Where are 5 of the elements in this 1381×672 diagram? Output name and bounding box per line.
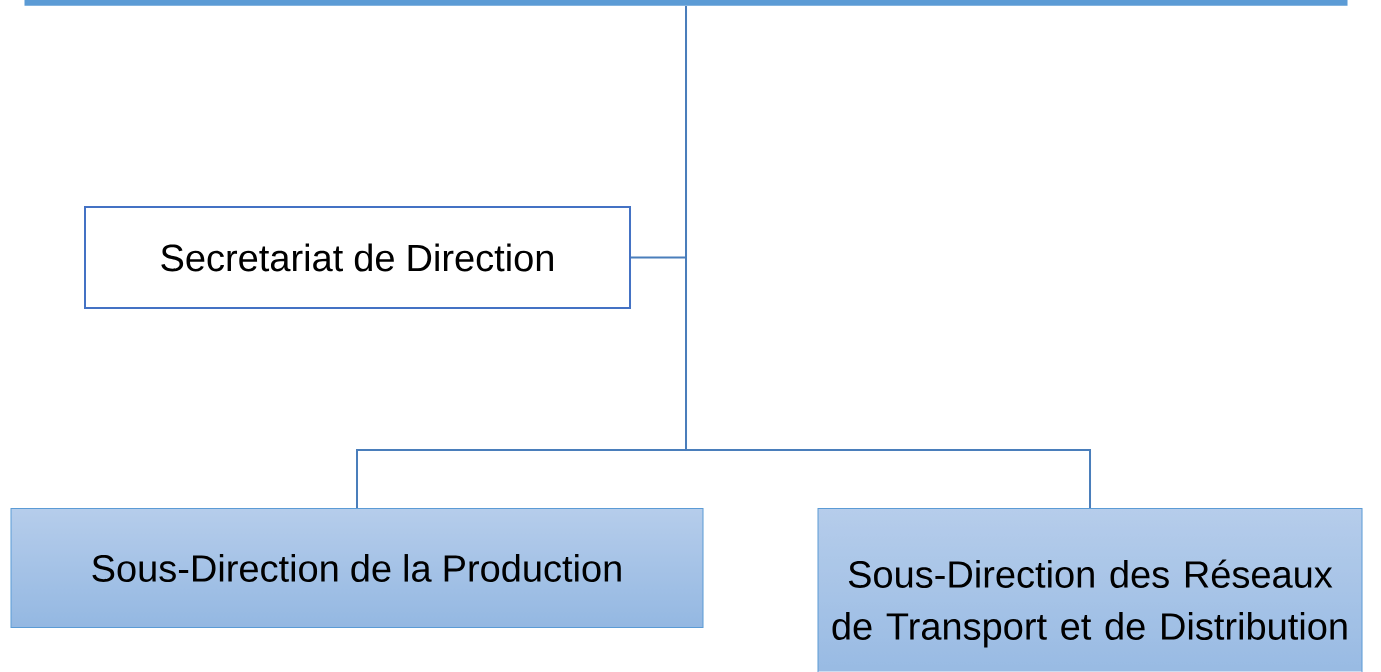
connector-line	[685, 5, 1091, 509]
org-box: Sous-Direction des Réseaux de Transport et de Distribution	[817, 508, 1363, 672]
org-box: Secretariat de Direction	[84, 206, 631, 309]
org-box: Sous-Direction de la Production	[10, 508, 704, 628]
header-bar	[24, 0, 1348, 6]
